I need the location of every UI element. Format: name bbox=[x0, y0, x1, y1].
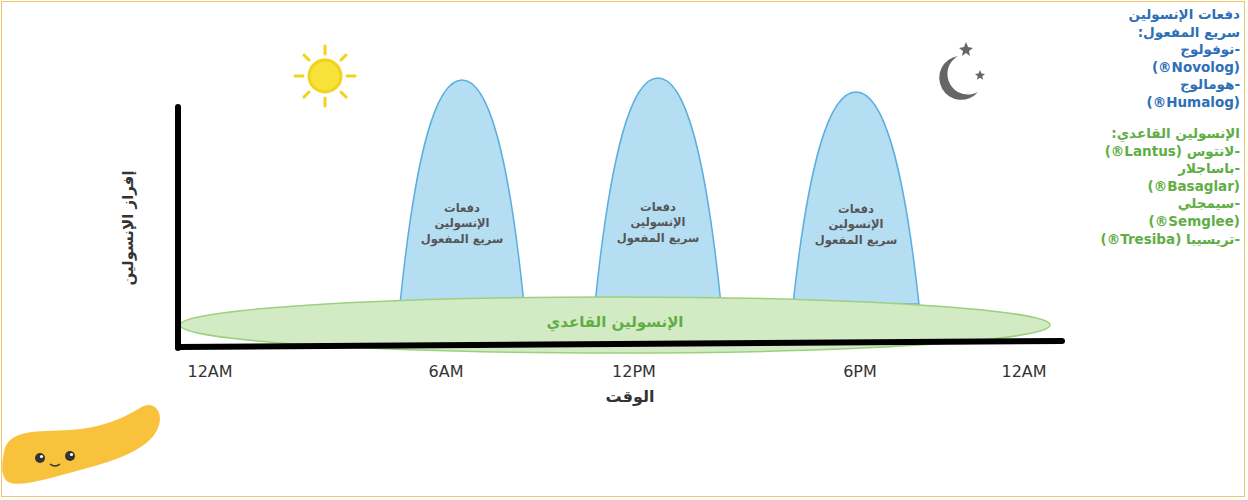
tick-label: 12PM bbox=[612, 362, 656, 381]
node-text: دفعات الإنسولين سريع المفعول bbox=[813, 202, 899, 249]
bump-shape bbox=[595, 78, 721, 304]
bolus-peak: دفعات الإنسولين سريع المفعول bbox=[595, 78, 721, 304]
list-item: -باساجلار (Basaglar®) bbox=[1090, 160, 1240, 195]
tick-label: 12AM bbox=[187, 362, 232, 381]
axis-title: الوقت bbox=[606, 387, 655, 406]
bump-shape bbox=[400, 80, 524, 304]
axis-title: إفراز الإنسولين bbox=[119, 170, 137, 285]
list-item: -لانتوس (Lantus®) bbox=[1090, 143, 1240, 161]
shape-outline bbox=[180, 297, 1050, 353]
shape-outline bbox=[400, 80, 524, 304]
bolus-peak: دفعات الإنسولين سريع المفعول bbox=[400, 80, 524, 304]
shape-outline bbox=[793, 92, 919, 304]
sun-icon bbox=[295, 46, 355, 106]
y-axis bbox=[175, 107, 181, 348]
pancreas-mascot bbox=[2, 405, 160, 484]
list-item: -سيمجلي (Semglee®) bbox=[1090, 195, 1240, 230]
tick-label: 12AM bbox=[1001, 362, 1046, 381]
bolus-peak: دفعات الإنسولين سريع المفعول bbox=[793, 92, 919, 304]
node-text: دفعات الإنسولين سريع المفعول bbox=[615, 200, 701, 247]
tick-label: 6AM bbox=[429, 362, 464, 381]
list-item: -تريسيبا (Tresiba®) bbox=[1090, 231, 1240, 249]
tick-label: 6PM bbox=[843, 362, 877, 381]
basal-band: الإنسولين القاعدي bbox=[180, 297, 1050, 353]
moon-icon bbox=[939, 42, 985, 100]
shape-outline bbox=[595, 78, 721, 304]
list-item: -نوفولوج (Novolog®) bbox=[1090, 41, 1240, 76]
list-item: -هومالوج (Humalog®) bbox=[1090, 76, 1240, 111]
node-text: الإنسولين القاعدي bbox=[547, 312, 684, 332]
list-heading: دفعات الإنسولين سريع المفعول: bbox=[1090, 6, 1240, 41]
node-text: دفعات الإنسولين سريع المفعول bbox=[420, 201, 504, 248]
insulin-list: دفعات الإنسولين سريع المفعول:-نوفولوج (N… bbox=[1090, 6, 1240, 248]
bump-shape bbox=[793, 92, 919, 304]
list-heading: الإنسولين القاعدي: bbox=[1090, 125, 1240, 143]
